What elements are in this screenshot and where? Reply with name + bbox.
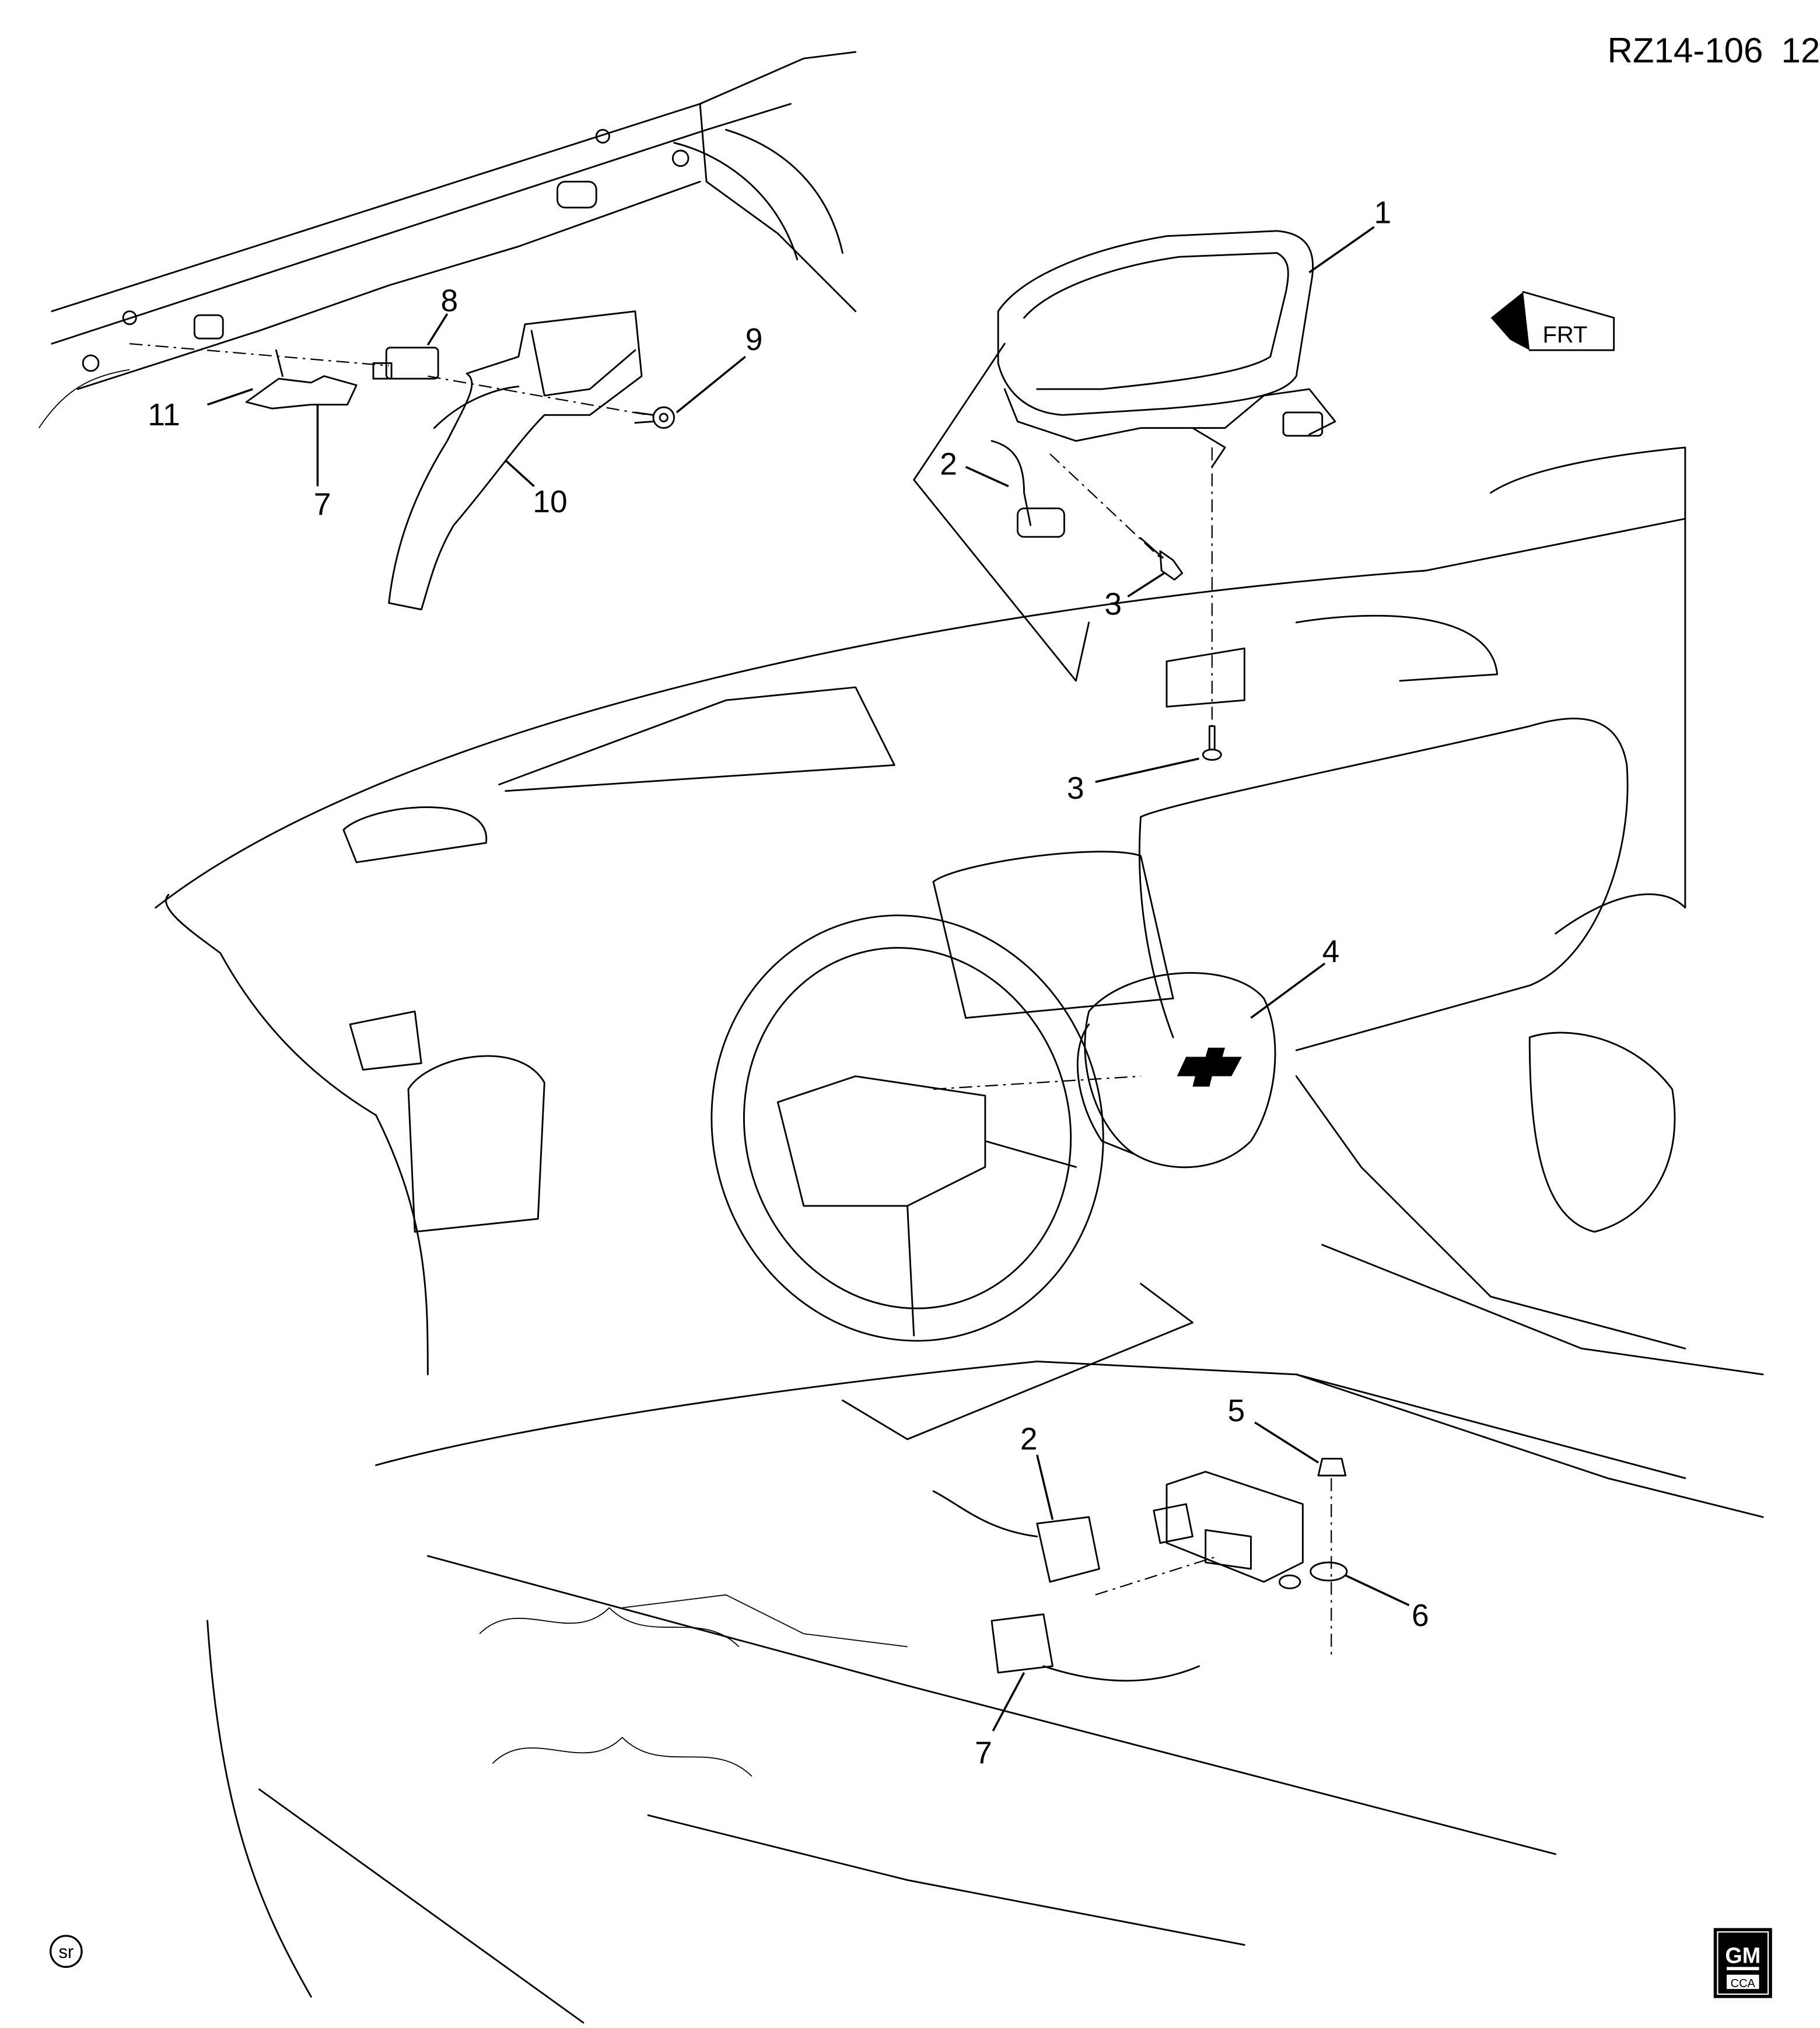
svg-text:FRT: FRT: [1542, 322, 1587, 348]
callout-8: 8: [441, 284, 459, 319]
knee-bracket-part-10: [388, 310, 643, 611]
connector-part-7-upper: [245, 349, 358, 410]
callout-2-upper: 2: [940, 447, 957, 482]
callout-5: 5: [1227, 1394, 1245, 1428]
callout-10: 10: [533, 485, 567, 519]
steering-wheel-drawing: [710, 914, 1194, 1440]
callout-2-lower: 2: [1020, 1422, 1038, 1457]
nut-part-5: [1317, 1457, 1347, 1477]
front-direction-indicator: FRT: [1490, 291, 1615, 351]
callout-7-upper: 7: [314, 487, 331, 522]
svg-text:CCA: CCA: [1731, 1977, 1756, 1990]
connector-part-7-lower: [991, 1613, 1200, 1682]
callout-3-lower: 3: [1067, 771, 1084, 806]
leader-lines: [206, 226, 1410, 1732]
gm-cca-logo: GM CCA: [1713, 1928, 1772, 1998]
callout-6: 6: [1412, 1599, 1429, 1633]
svg-text:GM: GM: [1725, 1944, 1760, 1968]
driver-airbag-part-4: [1076, 972, 1276, 1169]
dashboard-drawing: [155, 446, 1764, 1376]
bolt-part-3-lower: [1202, 725, 1222, 761]
passenger-airbag-part-1: [997, 230, 1336, 468]
callout-7-lower: 7: [975, 1736, 992, 1770]
bolt-part-9: [634, 406, 675, 429]
svg-text:sr: sr: [58, 1942, 74, 1962]
callout-11: 11: [148, 398, 180, 432]
callout-1: 1: [1374, 195, 1392, 230]
harness-part-2-lower: [932, 1490, 1100, 1583]
sensor-part-8: [372, 347, 439, 380]
callout-9: 9: [746, 323, 763, 357]
floor-pan-drawing: [206, 1361, 1764, 2024]
sr-badge: sr: [50, 1935, 83, 1968]
callout-3-upper: 3: [1104, 588, 1122, 622]
harness-part-2-upper: [991, 440, 1065, 538]
sdm-module-part-6: [1153, 1471, 1348, 1589]
bolt-part-3-upper: [1140, 537, 1184, 581]
cowl-beam-drawing: [38, 51, 857, 429]
callout-4: 4: [1322, 935, 1340, 969]
